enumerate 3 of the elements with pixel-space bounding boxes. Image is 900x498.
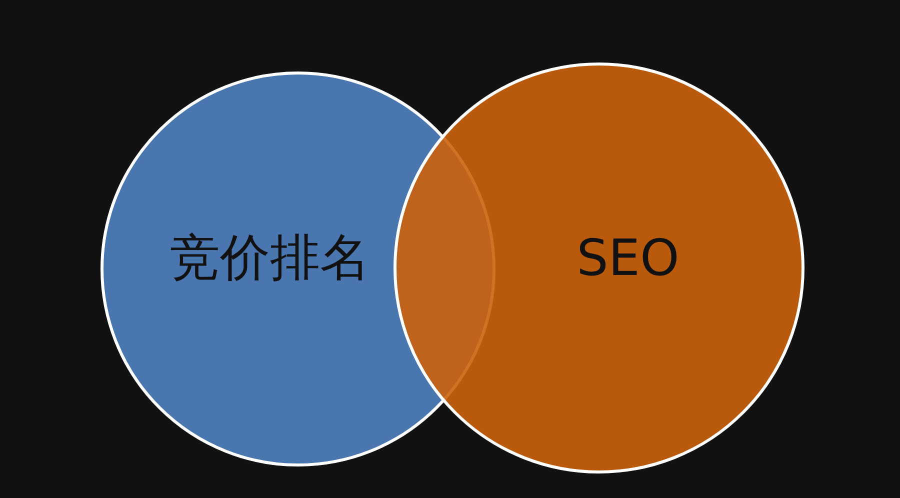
venn-circle bbox=[393, 62, 805, 474]
circle-label: SEO bbox=[576, 229, 680, 287]
circle-label: 竞价排名 bbox=[170, 228, 370, 288]
